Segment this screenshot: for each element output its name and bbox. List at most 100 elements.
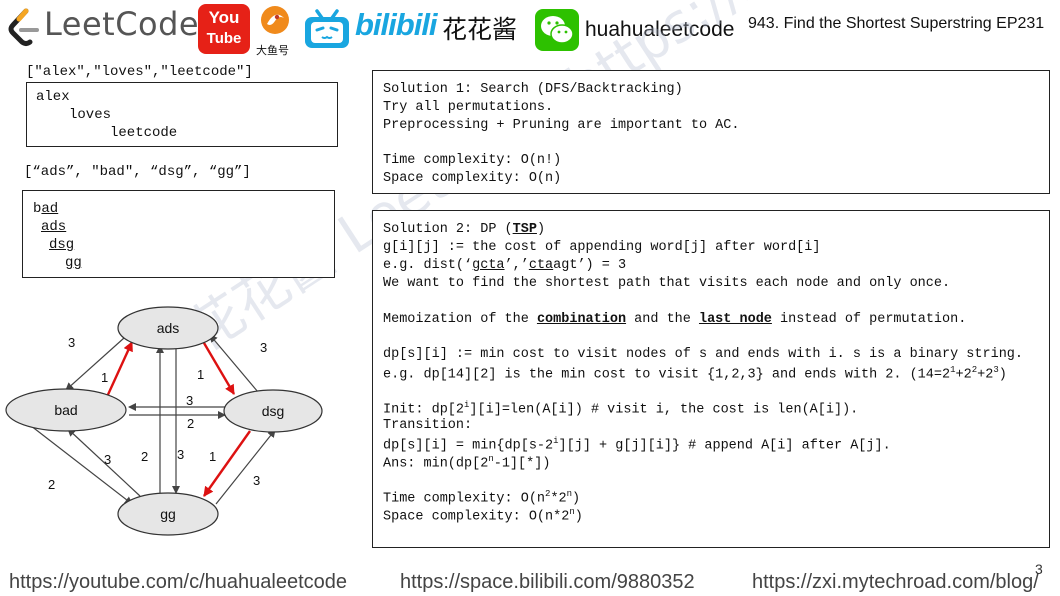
edge-weight-label: 3 [177,447,184,462]
solution2-time-complexity: Time complexity: O(n2*2n) [383,489,580,507]
solution2-memo-text: instead of permutation. [771,312,967,327]
solution2-eg-text: e.g. dist(‘ [383,258,473,273]
solution2-memo-text: Memoization of the [383,312,537,327]
node-dsg: dsg [223,389,323,433]
solution2-time-text: *2 [550,491,567,507]
solution2-eg-text: agt’) = 3 [553,258,627,273]
edge-gg-bad [67,428,141,497]
solution2-memo-combination: combination [536,312,627,327]
node-dsg-label: dsg [262,403,285,419]
solution2-space-text: ) [574,509,583,525]
solution2-transition-text: ][j] + g[j][i]} # append A[i] after A[j]… [558,438,891,454]
example1-box: alex loves leetcode [26,82,338,147]
solution2-space-text: Space complexity: O(n*2 [383,509,570,525]
solution2-dp-eg-exponent: 1 [950,365,956,375]
node-bad-label: bad [54,402,77,418]
chinese-channel-name: 花花酱 [442,15,518,44]
leetcode-logo-icon [8,8,39,46]
example2-word-1-overlap: ad [41,201,59,217]
example1-word-3: leetcode [110,125,178,141]
douyu-logo-icon [261,6,289,34]
leetcode-logo-text: LeetCode [44,5,200,43]
edge-weight-label: 2 [187,416,194,431]
solution2-g-example: e.g. dist(‘gcta’,’ctaagt’) = 3 [383,258,626,273]
node-ads: ads [117,306,219,350]
wechat-account-name: huahualeetcode [585,18,735,41]
example1-label: ["alex","loves","leetcode"] [26,64,253,80]
node-gg: gg [117,492,219,536]
example1-word-1: alex [36,89,70,105]
edge-weight-label: 3 [68,335,75,350]
edge-weight-label: 3 [253,473,260,488]
page-number: 3 [1035,561,1043,577]
node-ads-label: ads [157,320,180,336]
solution2-memoization: Memoization of the combination and the l… [383,312,966,327]
solution2-dp-eg-text: ) [998,367,1007,383]
bilibili-logo-text: bilibili [355,7,438,42]
word-graph: ads bad dsg gg 3 1 3 1 3 2 3 2 3 1 2 3 [5,306,323,536]
solution2-memo-last-node: last node [698,312,772,327]
douyu-label: 大鱼号 [256,45,289,57]
edge-weight-label: 3 [104,452,111,467]
footer-youtube-link[interactable]: https://youtube.com/c/huahualeetcode [9,571,348,593]
solution2-box: Solution 2: DP (TSP) g[i][j] := the cost… [372,210,1050,548]
solution2-time-text: Time complexity: O(n [383,491,546,507]
solution2-init-exponent: i [464,400,470,410]
solution2-dp-definition: dp[s][i] := min cost to visit nodes of s… [383,347,1024,362]
solution2-g-definition: g[i][j] := the cost of appending word[j]… [383,240,821,255]
solution2-answer: Ans: min(dp[2n-1][*]) [383,454,550,472]
solution2-space-exponent: n [569,507,575,517]
solution2-memo-text: and the [626,312,699,327]
solution2-transition-exponent: i [553,436,559,446]
youtube-logo-icon: You Tube [198,4,250,54]
solution2-space-complexity: Space complexity: O(n*2n) [383,507,583,525]
solution2-answer-text: -1][*]) [493,456,551,472]
solution2-time-text: ) [572,491,581,507]
footer-bilibili-link[interactable]: https://space.bilibili.com/9880352 [400,571,695,593]
solution1-title: Solution 1: Search (DFS/Backtracking) [383,82,683,97]
solution2-eg-cta: cta [528,258,554,273]
edge-weight-label: 1 [197,367,204,382]
solution2-answer-text: Ans: min(dp[2 [383,456,489,472]
example2-word-3: dsg [49,237,75,253]
edge-ads-dsg-highlight [202,342,236,395]
solution2-transition-text: dp[s][i] = min{dp[s-2 [383,438,554,454]
solution1-line: Preprocessing + Pruning are important to… [383,118,740,133]
solution2-eg-gcta: gcta [472,258,505,273]
footer-blog-link[interactable]: https://zxi.mytechroad.com/blog/ [752,571,1039,593]
edge-dsg-gg-highlight [203,430,251,497]
solution2-init: Init: dp[2i][i]=len(A[i]) # visit i, the… [383,400,858,418]
solution2-dp-eg-text: +2 [955,367,972,383]
example2-word-1: bad [33,201,58,217]
solution2-dp-eg-exponent: 2 [971,365,978,375]
edge-weight-label: 3 [186,393,193,408]
solution2-transition: dp[s][i] = min{dp[s-2i][j] + g[j][i]} # … [383,436,891,454]
solution1-box: Solution 1: Search (DFS/Backtracking) Tr… [372,70,1050,194]
example2-word-2: ads [41,219,67,235]
solution2-transition-label: Transition: [383,418,473,433]
wechat-logo-icon [535,9,579,51]
solution2-title: Solution 2: DP (TSP) [383,222,545,237]
edge-gg-dsg [215,429,276,505]
solution2-init-text: ][i]=len(A[i]) # visit i, the cost is le… [469,402,859,418]
edge-dsg-ads [209,334,259,393]
solution2-title-text: ) [536,222,546,237]
solution1-space-complexity: Space complexity: O(n) [383,171,562,186]
edge-weight-label: 2 [48,477,55,492]
solution2-dp-eg-exponent: 3 [993,365,999,375]
solution1-time-complexity: Time complexity: O(n!) [383,153,562,168]
episode-title: 943. Find the Shortest Superstring EP231 [748,15,1045,32]
edge-ads-bad [65,337,125,391]
youtube-tube-text: Tube [206,30,242,47]
edge-bad-ads-highlight [104,341,134,400]
example2-word-4: gg [65,255,82,271]
solution2-dp-eg-text: e.g. dp[14][2] is the min cost to visit … [383,367,951,383]
header: LeetCode You Tube 大鱼号 bilibili 花花酱 huahu… [0,0,1060,57]
node-gg-label: gg [160,506,176,522]
solution2-time-exponent: 2 [545,489,551,499]
bilibili-tv-icon [305,9,349,48]
edge-weight-label: 2 [141,449,148,464]
youtube-you-text: You [208,8,240,27]
solution2-goal: We want to find the shortest path that v… [383,276,951,291]
solution2-time-exponent: n [566,489,573,499]
